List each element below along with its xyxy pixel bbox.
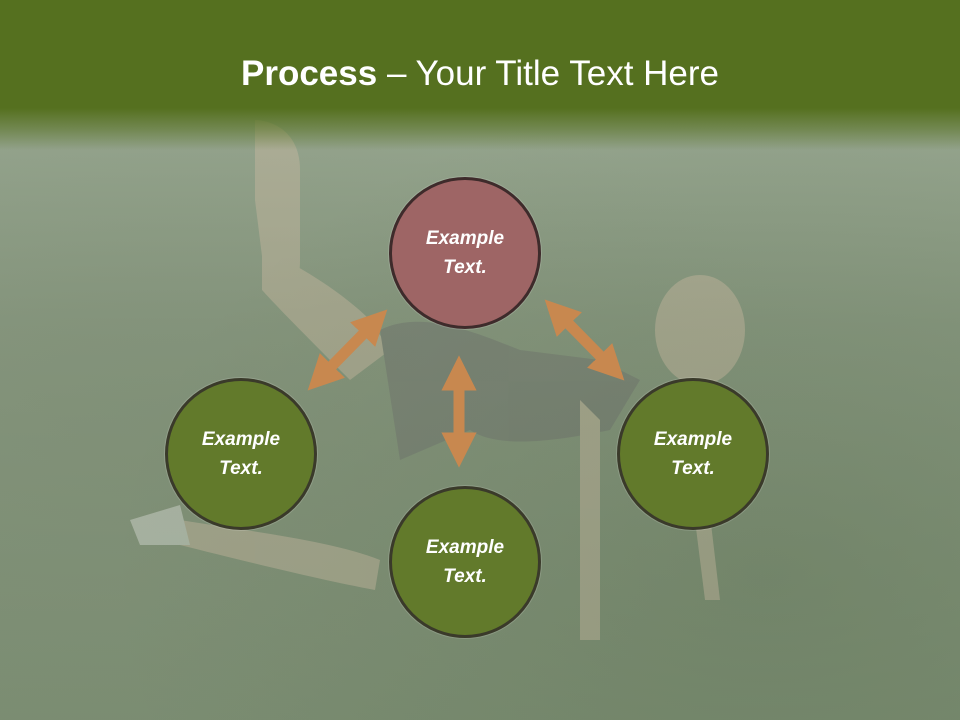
circle-text-line1: Example (653, 429, 733, 450)
title-bold: Process (241, 54, 378, 93)
circle-text-line2: Text. (671, 458, 715, 479)
title-bar (0, 0, 960, 150)
circle-text-line2: Text. (219, 458, 263, 479)
arrow-top-left (307, 309, 388, 391)
slide-title: Process – Your Title Text Here (0, 52, 960, 96)
circle-text-line1: Example (425, 537, 505, 558)
circle-text-line2: Text. (443, 566, 487, 587)
arrow-top-right (544, 299, 625, 381)
title-rest: – Your Title Text Here (377, 54, 719, 93)
circle-text-line1: Example (201, 429, 281, 450)
circle-text-line1: Example (425, 228, 505, 249)
circle-text-line2: Text. (443, 257, 487, 278)
